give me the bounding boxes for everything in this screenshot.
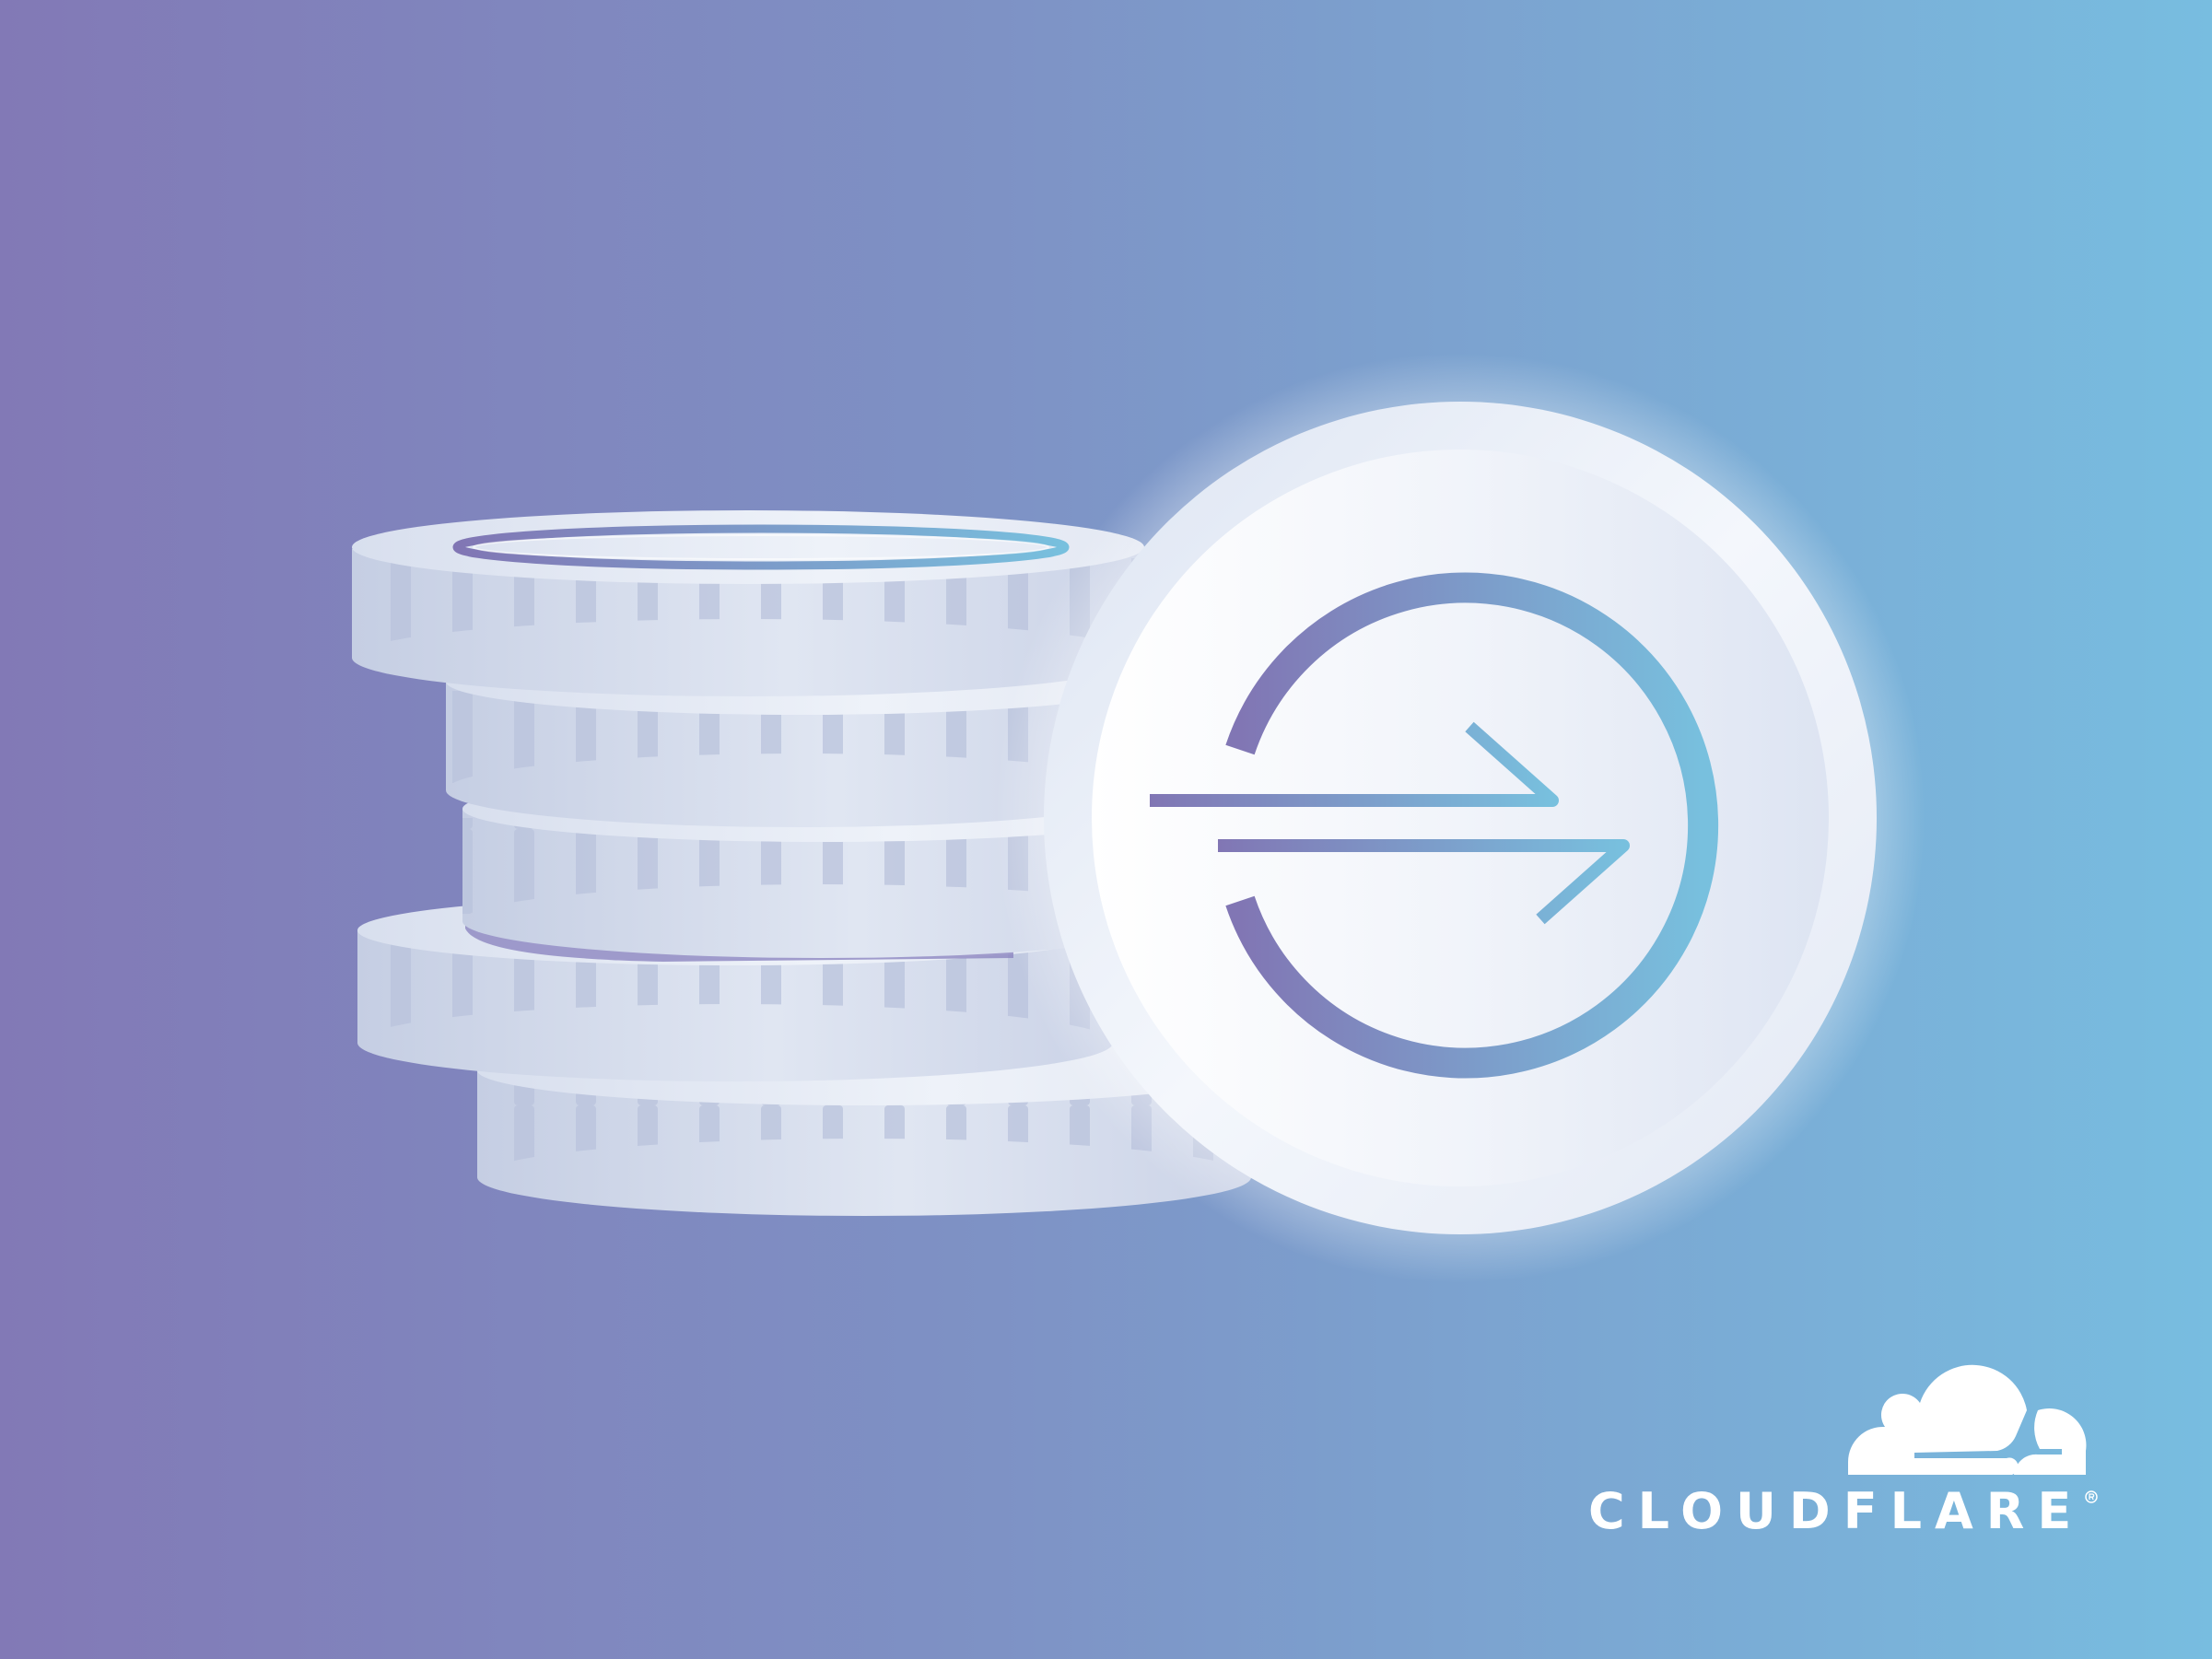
featured-coin: [995, 353, 1925, 1283]
registered-icon: [2085, 1490, 2098, 1503]
circle-arrow-exchange-icon: [1225, 572, 1719, 1079]
cloud-icon: [1848, 1364, 2087, 1475]
stack-coin-1: [352, 510, 1144, 696]
cloudflare-wordmark: CLOUDFLARE: [1588, 1482, 2085, 1540]
